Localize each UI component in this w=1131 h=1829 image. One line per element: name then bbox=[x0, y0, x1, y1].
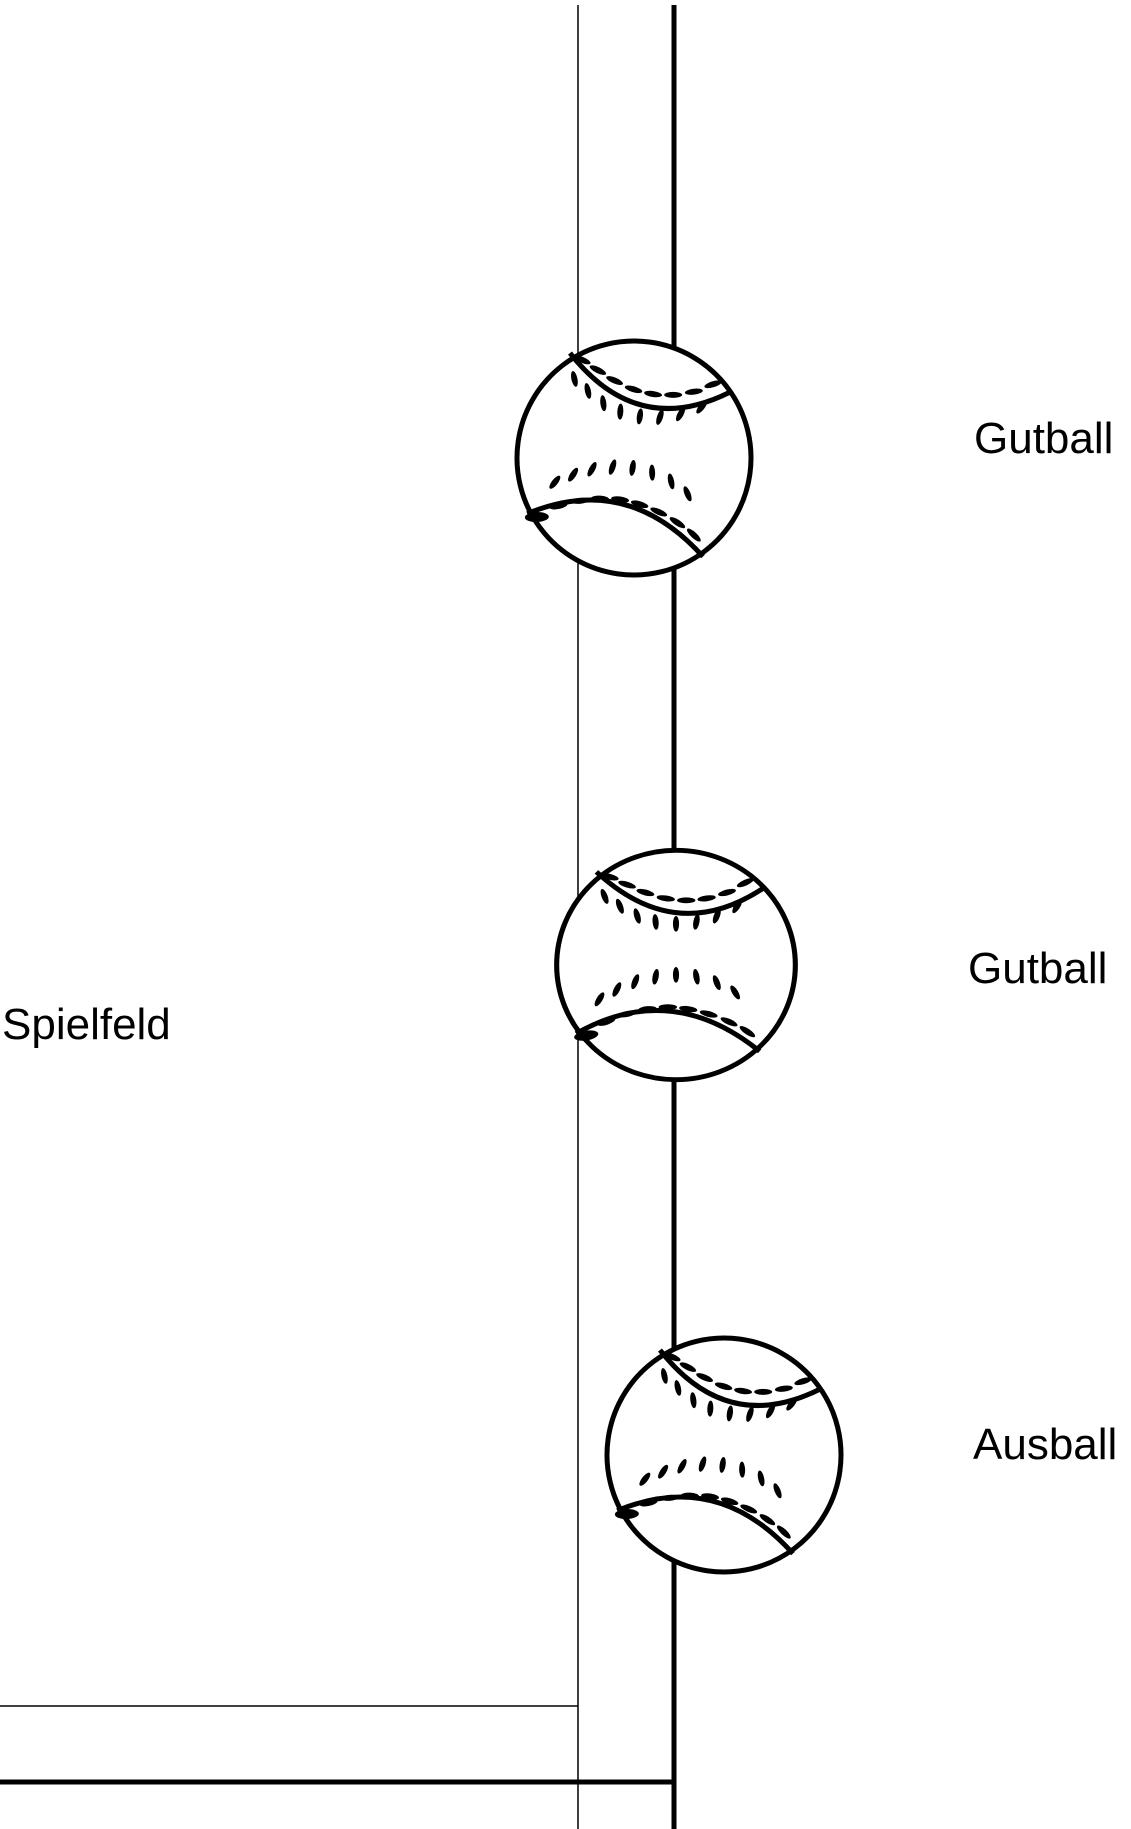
baseball-icon-middle bbox=[557, 850, 796, 1079]
ball-top-label: Gutball bbox=[974, 414, 1113, 463]
ball-bottom-label: Ausball bbox=[973, 1420, 1117, 1469]
ball-middle-label: Gutball bbox=[968, 944, 1107, 993]
baseball-icon-bottom bbox=[592, 1323, 856, 1587]
field-label: Spielfeld bbox=[2, 1000, 171, 1049]
baseball-icon-top bbox=[502, 326, 766, 590]
